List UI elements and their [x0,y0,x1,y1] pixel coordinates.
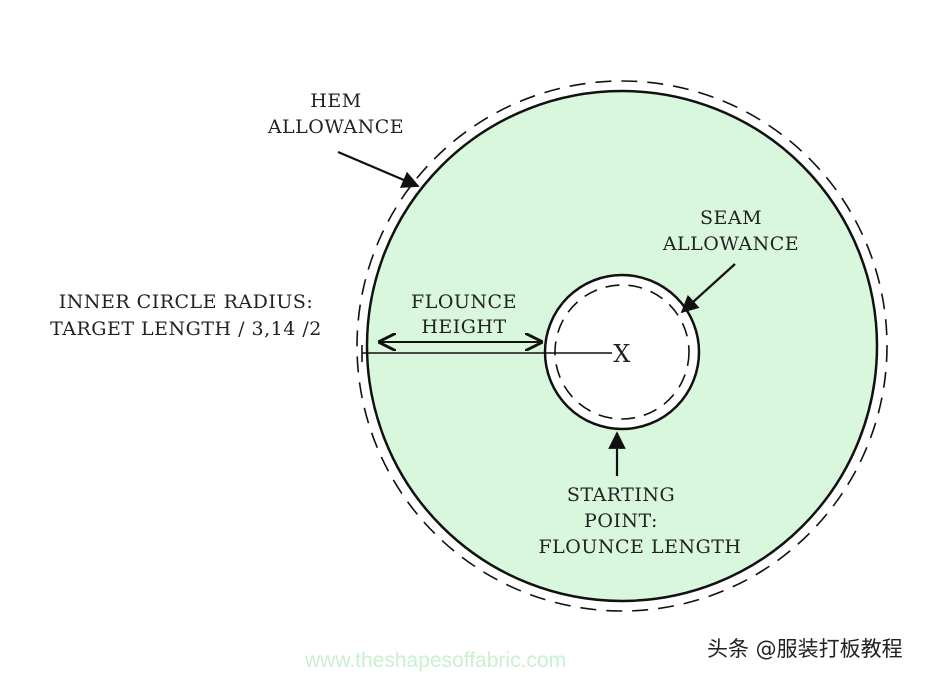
watermark-url: www.theshapesoffabric.com [304,649,566,672]
seam-label-2: ALLOWANCE [662,233,799,255]
flounce-height-label-1: FLOUNCE [411,291,517,313]
hem-allowance-dashed-circle [356,80,888,612]
seam-label-1: SEAM [700,207,762,229]
seam-allowance-dashed-circle [554,284,690,420]
starting-point-label-2: POINT: [584,510,658,532]
inner-radius-label-2: TARGET LENGTH / 3,14 /2 [50,318,322,340]
center-mark: X [613,340,631,368]
starting-point-label-1: STARTING [567,484,675,506]
hem-label-1: HEM [310,90,361,112]
inner-circle [543,273,701,431]
watermark-credit: 头条 @服装打板教程 [707,637,903,661]
seam-arrow [680,263,736,314]
hem-arrow [337,150,420,188]
hem-label-2: ALLOWANCE [267,116,404,138]
inner-radius-label-1: INNER CIRCLE RADIUS: [59,291,314,313]
starting-point-label-3: FLOUNCE LENGTH [539,536,742,558]
flounce-height-label-2: HEIGHT [421,316,506,338]
